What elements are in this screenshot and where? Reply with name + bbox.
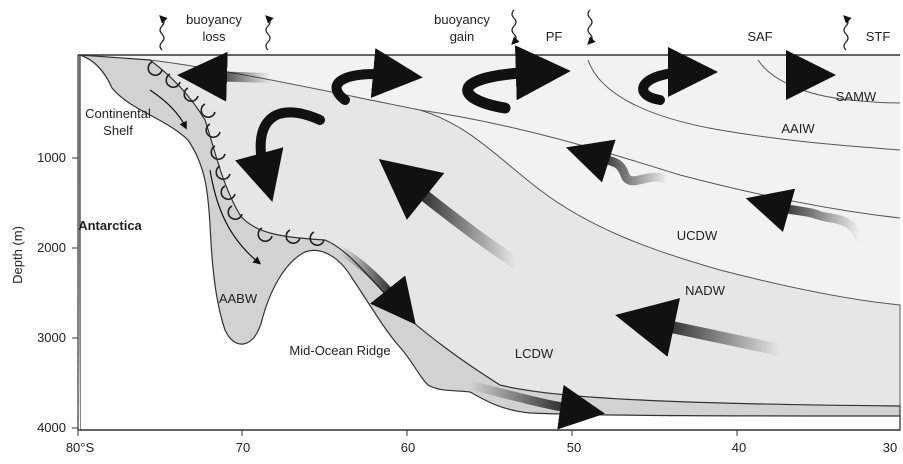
wavy-arrow-up-icon xyxy=(844,18,848,50)
wavy-arrow-up-icon xyxy=(160,18,164,50)
y-tick-label: 3000 xyxy=(37,330,66,345)
x-tick-label: 40 xyxy=(732,440,746,455)
nadw-label: NADW xyxy=(685,283,725,298)
stf-label: STF xyxy=(866,29,891,44)
wavy-arrow-down-icon xyxy=(512,10,516,42)
wavy-arrow-down-icon xyxy=(588,10,592,42)
y-tick-label: 4000 xyxy=(37,420,66,435)
buoyancy-loss-label-line1: buoyancy xyxy=(186,12,242,27)
y-tick-label: 1000 xyxy=(37,150,66,165)
flow-arrow-icon xyxy=(205,76,270,78)
x-ticks xyxy=(78,430,737,436)
x-tick-label: 70 xyxy=(236,440,250,455)
mid-ocean-ridge-label: Mid-Ocean Ridge xyxy=(289,343,390,358)
continental-shelf-label-line2: Shelf xyxy=(103,123,133,138)
ucdw-label: UCDW xyxy=(677,228,718,243)
saf-label: SAF xyxy=(747,29,772,44)
antarctica-label: Antarctica xyxy=(78,218,142,233)
pf-label: PF xyxy=(546,29,563,44)
buoyancy-loss-label-line2: loss xyxy=(202,29,226,44)
x-tick-label: 60 xyxy=(401,440,415,455)
samw-label: SAMW xyxy=(836,89,877,104)
y-ticks xyxy=(72,158,78,428)
wavy-arrow-up-icon xyxy=(266,18,270,50)
buoyancy-gain-label-line2: gain xyxy=(450,29,475,44)
aabw-label: AABW xyxy=(219,291,258,306)
x-tick-label: 80°S xyxy=(66,440,95,455)
buoyancy-gain-label-line1: buoyancy xyxy=(434,12,490,27)
buoyancy-flux-arrows xyxy=(160,10,848,50)
continental-shelf-label-line1: Continental xyxy=(85,106,151,121)
aaiw-label: AAIW xyxy=(781,121,815,136)
lcdw-label: LCDW xyxy=(515,346,554,361)
y-axis-label: Depth (m) xyxy=(10,226,25,284)
x-tick-label: 30 xyxy=(883,440,897,455)
x-tick-label: 50 xyxy=(567,440,581,455)
y-tick-label: 2000 xyxy=(37,240,66,255)
